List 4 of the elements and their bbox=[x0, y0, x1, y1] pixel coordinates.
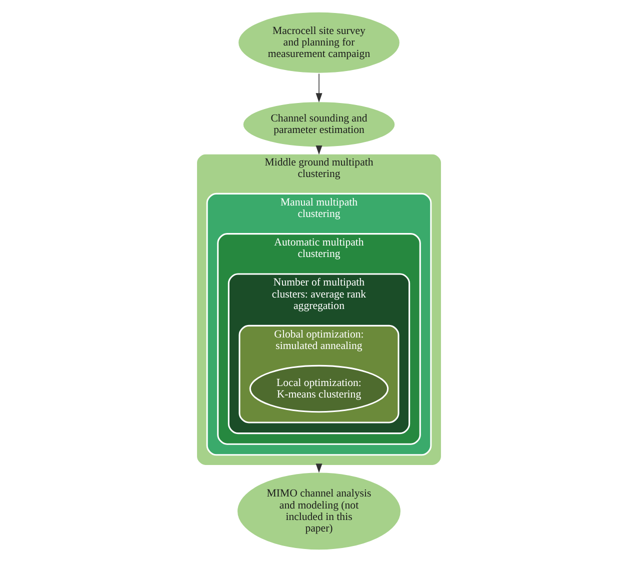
node-ellipse: MIMO channel analysis and modeling (not included in this paper) bbox=[236, 471, 402, 552]
arrow bbox=[316, 73, 322, 102]
node-ellipse: Local optimization: K-means clustering bbox=[249, 364, 389, 413]
node-ellipse: Macrocell site survey and planning for measurement campaign bbox=[237, 10, 401, 74]
